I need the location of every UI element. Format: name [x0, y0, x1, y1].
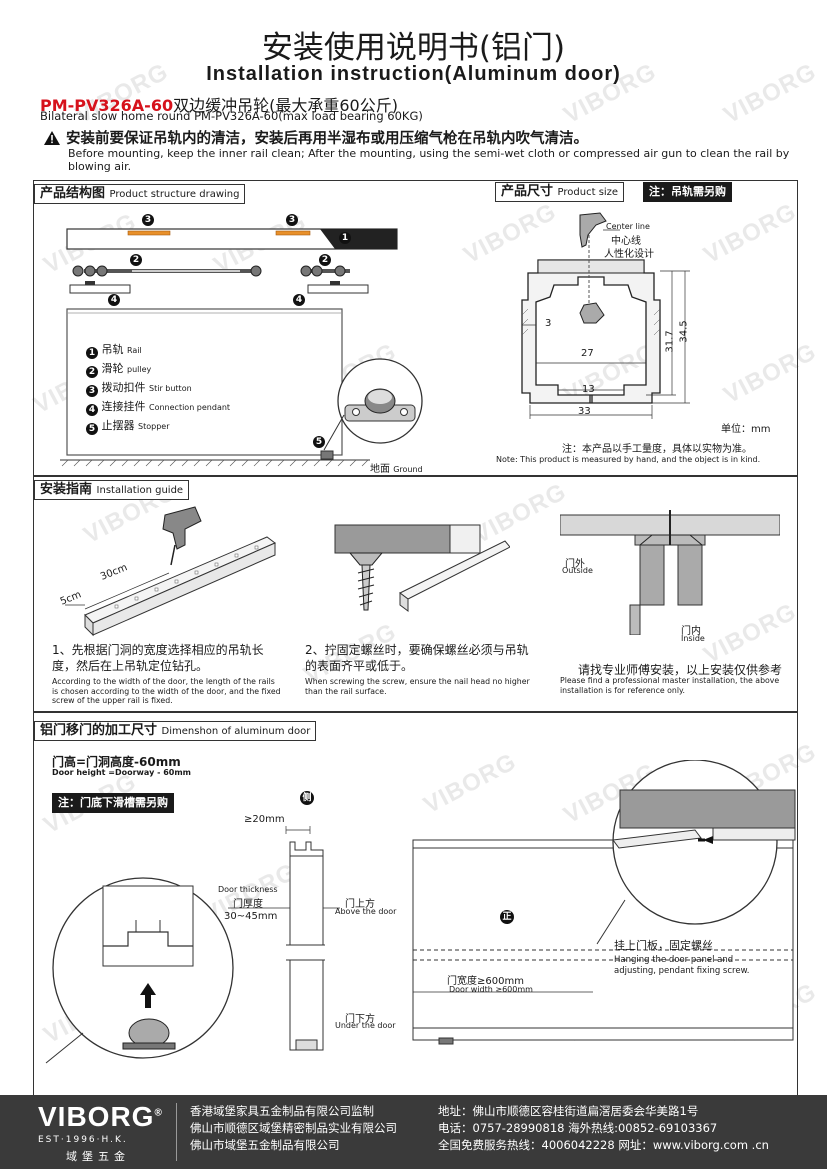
warning-icon: [44, 131, 60, 145]
drilling-drawing: [65, 506, 276, 637]
dim-33: 33: [578, 406, 591, 417]
part-number-badge: 5: [313, 436, 325, 448]
door-height-cn: 门高=门洞高度-60mm: [52, 755, 181, 769]
warning-chinese: 安装前要保证吊轨内的清洁，安装后再用半湿布或用压缩气枪在吊轨内吹气清洁。: [44, 127, 588, 148]
part-number-badge: 4: [293, 294, 305, 306]
unit-label: 单位：mm: [721, 424, 771, 435]
dim-3: 3: [545, 318, 552, 329]
door-width-en: Door width ≥600mm: [449, 985, 533, 994]
dim-34-5: 34.5: [678, 320, 690, 343]
legend-item: 2 滑轮 pulley: [86, 360, 151, 378]
above-door-cn: 门上方: [345, 899, 375, 910]
side-view-mark: 侧: [300, 791, 314, 805]
step1-en: According to the width of the door, the …: [52, 677, 281, 705]
step3-cn: 请找专业师傅安装，以上安装仅供参考: [578, 663, 783, 677]
above-door-en: Above the door: [335, 907, 397, 916]
contact-info: 地址：佛山市顺德区容桂街道扁滘居委会华美路1号 电话：0757-28990818…: [438, 1104, 769, 1152]
model-code: PM-PV326A-60: [40, 96, 174, 115]
rail-profile-drawing: [521, 212, 690, 419]
door-thickness-range: 30~45mm: [224, 911, 278, 922]
legend-item: 1 吊轨 Rail: [86, 341, 142, 359]
outside-label-en: Outside: [562, 566, 593, 575]
company-info: 香港域堡家具五金制品有限公司监制 佛山市顺德区域堡精密制品实业有限公司 佛山市域…: [190, 1104, 397, 1152]
install-section-drawing: [560, 510, 780, 635]
size-note-en: Note: This product is measured by hand, …: [496, 455, 761, 464]
rail-sold-separately-badge: 注：吊轨需另购: [643, 182, 732, 202]
part-number-badge: 2: [130, 254, 142, 266]
part-number-badge: 4: [108, 294, 120, 306]
door-thickness-en: Door thickness: [218, 885, 278, 894]
model-line: PM-PV326A-60双边缓冲吊轮(最大承重60公斤): [40, 92, 398, 116]
section-title-aluminum: 铝门移门的加工尺寸 Dimenshon of aluminum door: [34, 721, 317, 741]
dim-27: 27: [581, 348, 594, 359]
title-english: Installation instruction(Aluminum door): [206, 63, 621, 85]
section-title-size: 产品尺寸 Product size: [495, 182, 625, 202]
part-number-badge: 3: [142, 214, 154, 226]
dim-13: 13: [582, 384, 595, 395]
brand-logo: VIBORG®: [38, 1101, 163, 1132]
door-front-drawing: [412, 760, 796, 1045]
ergonomic-design-label: 人性化设计: [604, 249, 654, 260]
door-side-profile-drawing: [228, 826, 340, 1051]
model-english: Bilateral slow home round PM-PV326A-60(m…: [40, 109, 423, 123]
door-height-en: Door height =Doorway - 60mm: [52, 768, 191, 777]
section-structure-frame: [33, 180, 798, 476]
dim-31-7: 31.7: [664, 330, 676, 353]
outside-label-cn: 门外: [565, 559, 585, 570]
section-guide-frame: [33, 476, 798, 712]
footer: VIBORG® EST·1996·H.K. 域堡五金 香港域堡家具五金制品有限公…: [0, 1095, 827, 1169]
brand-established: EST·1996·H.K.: [38, 1135, 128, 1145]
under-door-en: Under the door: [335, 1021, 396, 1030]
section-aluminum-frame: [33, 712, 798, 1095]
inside-label-cn: 门内: [681, 626, 701, 637]
warning-english: Before mounting, keep the inner rail cle…: [68, 147, 790, 173]
model-description: 双边缓冲吊轮(最大承重60公斤): [173, 96, 398, 115]
structure-drawing: [60, 228, 423, 467]
under-door-cn: 门下方: [345, 1014, 375, 1025]
step1-cn: 1、先根据门洞的宽度选择相应的吊轨长度，然后在上吊轨定位钻孔。: [52, 643, 264, 673]
size-note-cn: 注：本产品以手工量度，具体以实物为准。: [562, 444, 752, 455]
brand-chinese: 域堡五金: [66, 1150, 130, 1163]
door-bottom-zoom-drawing: [45, 877, 234, 1064]
inside-label-en: Inside: [681, 634, 705, 643]
front-view-mark: 正: [500, 910, 514, 924]
bottom-groove-badge: 注：门底下滑槽需另购: [52, 793, 174, 813]
part-number-badge: 3: [286, 214, 298, 226]
legend-item: 4 连接挂件 Connection pendant: [86, 398, 230, 416]
hang-door-cn: 挂上门板，固定螺丝: [614, 939, 713, 952]
title-chinese: 安装使用说明书(铝门): [261, 30, 566, 66]
step2-en: When screwing the screw, ensure the nail…: [305, 677, 530, 696]
screw-drawing: [334, 524, 510, 612]
center-line-label-cn: 中心线: [611, 236, 641, 247]
ground-label: 地面 Ground: [370, 464, 423, 475]
step3-en: Please find a professional master instal…: [560, 676, 780, 695]
part-number-badge: 1: [339, 232, 351, 244]
door-width-cn: 门宽度≥600mm: [447, 976, 524, 987]
groove-dim-label: ≥20mm: [244, 814, 285, 825]
step2-cn: 2、拧固定螺丝时，要确保螺丝必须与吊轨的表面齐平或低于。: [305, 643, 529, 673]
hang-door-en: Hanging the door panel and adjusting, pe…: [614, 955, 750, 976]
footer-divider: [176, 1103, 177, 1161]
center-line-label-en: Center line: [606, 222, 650, 231]
part-number-badge: 2: [319, 254, 331, 266]
legend-item: 3 拨动扣件 Stir button: [86, 379, 192, 397]
section-title-guide: 安装指南 Installation guide: [34, 480, 190, 500]
door-thickness-cn: 门厚度: [233, 899, 263, 910]
legend-item: 5 止摆器 Stopper: [86, 417, 169, 435]
section-title-structure: 产品结构图 Product structure drawing: [34, 184, 246, 204]
